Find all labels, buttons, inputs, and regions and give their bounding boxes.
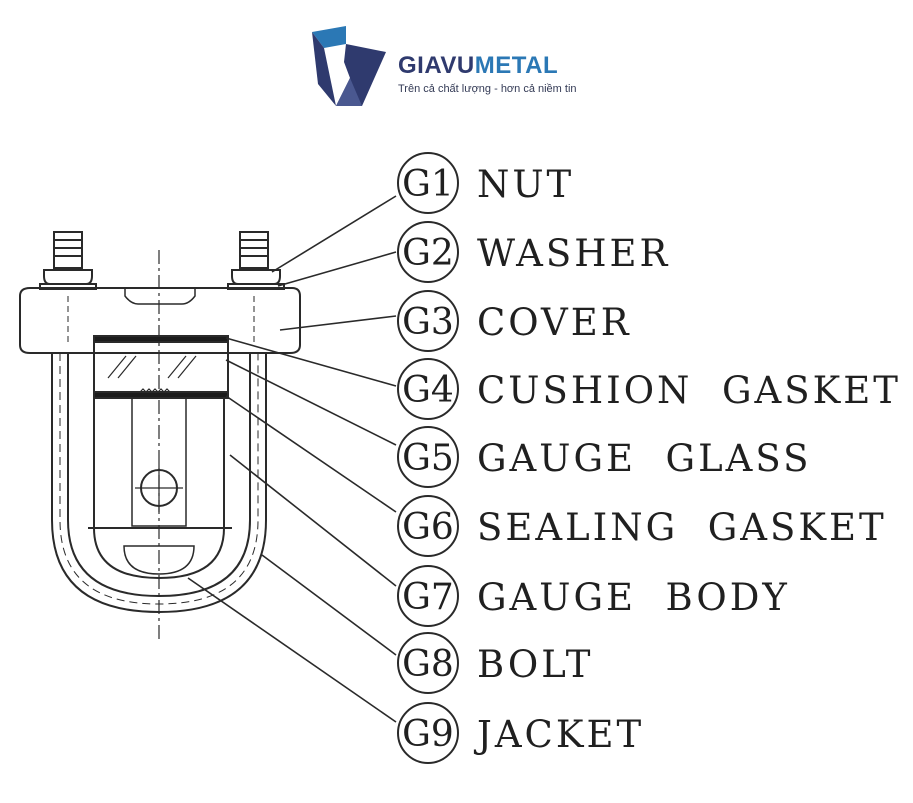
brand-tagline: Trên cả chất lượng - hơn cả niềm tin xyxy=(398,83,577,95)
part-code-g5: G5 xyxy=(402,438,454,479)
callout-g3: G3 COVER xyxy=(397,290,632,352)
part-label-cover: COVER xyxy=(477,301,632,344)
brand-name-part2: METAL xyxy=(474,52,559,79)
part-code-g8: G8 xyxy=(402,644,454,685)
leader-g3 xyxy=(279,315,397,331)
part-label-cushion-gasket: CUSHION GASKET xyxy=(477,369,901,412)
gauge-body xyxy=(93,398,225,580)
logo-mark-icon xyxy=(312,26,386,106)
leader-g6 xyxy=(225,395,397,513)
callout-g9: G9 JACKET xyxy=(397,702,644,764)
part-code-g7: G7 xyxy=(402,577,454,618)
leader-g4 xyxy=(225,337,397,387)
part-code-g1: G1 xyxy=(402,164,454,205)
leader-g2 xyxy=(277,251,397,287)
left-bolt-thread xyxy=(53,231,83,269)
part-label-washer: WASHER xyxy=(477,232,670,275)
part-label-sealing-gasket: SEALING GASKET xyxy=(477,506,887,549)
left-nut xyxy=(43,269,93,285)
callout-g6: G6 SEALING GASKET xyxy=(397,495,887,557)
callout-g5: G5 GAUGE GLASS xyxy=(397,426,811,488)
part-label-nut: NUT xyxy=(477,163,574,206)
part-label-bolt: BOLT xyxy=(477,643,593,686)
leader-lines xyxy=(187,195,397,723)
brand-name: GIAVUMETAL xyxy=(398,54,558,78)
parts-legend: G1 NUT G2 WASHER G3 COVER G4 CUSHION GAS… xyxy=(397,152,901,764)
sealing-gasket xyxy=(93,391,229,399)
part-label-gauge-body: GAUGE BODY xyxy=(477,576,790,619)
bolt-path xyxy=(59,353,259,605)
part-code-g3: G3 xyxy=(402,302,454,343)
leader-g9 xyxy=(187,577,397,723)
jacket-inner xyxy=(67,353,251,598)
jacket-outer xyxy=(51,353,267,614)
part-code-g9: G9 xyxy=(402,714,454,755)
part-code-g6: G6 xyxy=(402,507,454,548)
right-bolt-thread xyxy=(239,231,269,269)
callout-g8: G8 BOLT xyxy=(397,632,593,694)
part-label-gauge-glass: GAUGE GLASS xyxy=(477,437,811,480)
callout-g7: G7 GAUGE BODY xyxy=(397,565,790,627)
leader-g1 xyxy=(271,195,397,273)
brand-logo: GIAVUMETAL Trên cả chất lượng - hơn cả n… xyxy=(306,22,616,112)
part-label-jacket: JACKET xyxy=(473,713,644,756)
part-code-g2: G2 xyxy=(402,233,454,274)
callout-g2: G2 WASHER xyxy=(397,221,670,283)
callout-g1: G1 NUT xyxy=(397,152,574,214)
leader-g8 xyxy=(261,554,397,656)
gauge-glass xyxy=(93,341,229,393)
brand-name-part1: GIAVU xyxy=(398,52,475,79)
cover xyxy=(19,287,301,354)
callout-g4: G4 CUSHION GASKET xyxy=(397,358,901,420)
leader-g7 xyxy=(229,454,397,587)
part-code-g4: G4 xyxy=(402,370,454,411)
leader-g5 xyxy=(225,359,397,446)
